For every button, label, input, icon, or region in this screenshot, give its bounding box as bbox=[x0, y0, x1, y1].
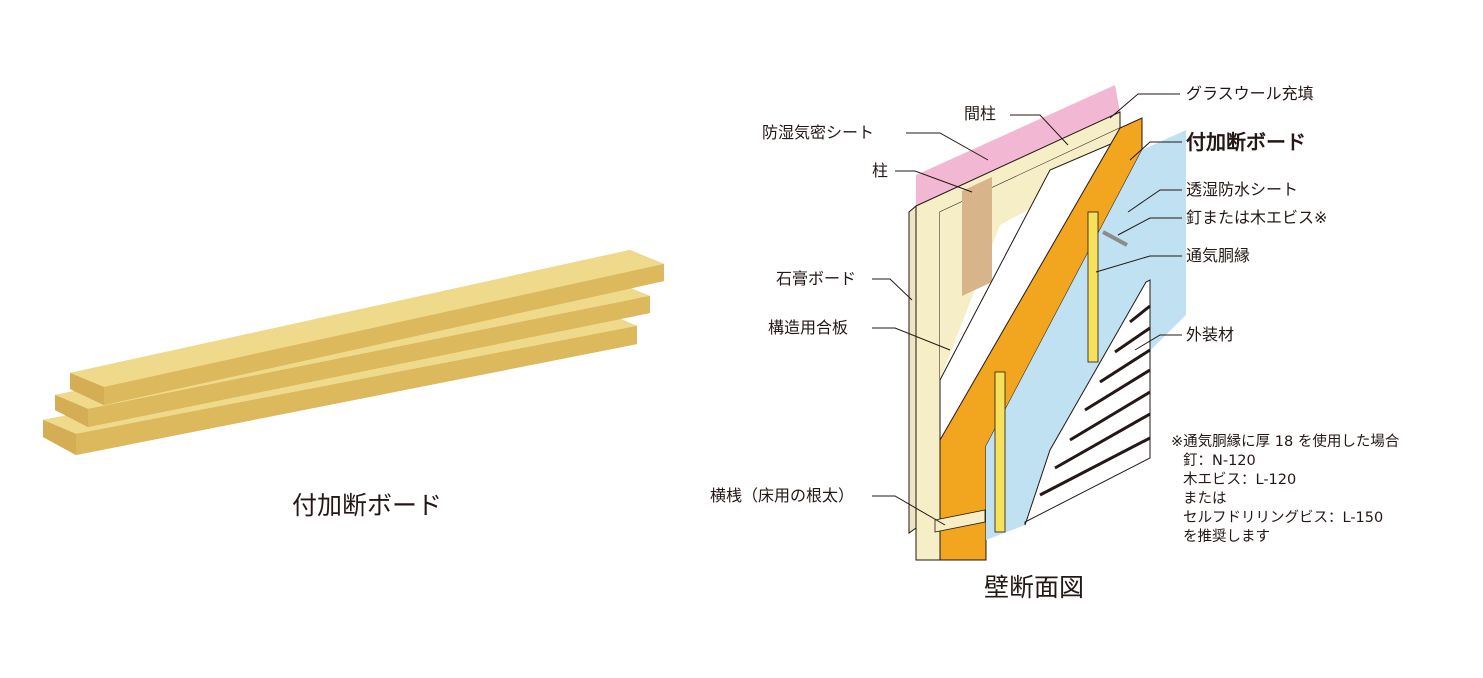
breathable-sheet bbox=[986, 130, 1186, 540]
vent-batten-2 bbox=[1087, 211, 1099, 363]
diagram-caption: 壁断面図 bbox=[984, 573, 1085, 602]
siding-lines bbox=[1039, 304, 1151, 497]
fastener-note: ※通気胴縁に厚 18 を使用した場合 釘：N-120 木エビス：L-120 また… bbox=[1171, 433, 1399, 547]
insulation-board-stack bbox=[43, 250, 664, 455]
floor-joist-strip bbox=[934, 509, 986, 533]
label-kozo: 構造用合板 bbox=[768, 318, 849, 337]
nail-mark bbox=[1102, 230, 1128, 247]
product-caption: 付加断ボード bbox=[292, 491, 443, 520]
note-line: または bbox=[1183, 491, 1227, 507]
label-gaiso: 外装材 bbox=[1186, 325, 1235, 344]
insulation-board-top bbox=[70, 250, 664, 405]
pillar-wood bbox=[962, 177, 992, 296]
gypsum-board-layer bbox=[908, 204, 917, 534]
label-yokosan: 横桟（床用の根太） bbox=[710, 486, 855, 505]
label-glasswool: グラスウール充填 bbox=[1186, 84, 1314, 103]
label-mabashira: 間柱 bbox=[964, 104, 997, 123]
label-toshitsu: 透湿防水シート bbox=[1186, 180, 1299, 199]
note-line: ※通気胴縁に厚 18 を使用した場合 bbox=[1171, 434, 1400, 450]
note-line: を推奨します bbox=[1183, 529, 1270, 545]
label-sekko: 石膏ボード bbox=[776, 269, 857, 288]
note-line: 釘：N-120 bbox=[1183, 453, 1256, 469]
label-kugi: 釘または木エビス※ bbox=[1186, 208, 1328, 227]
wall-section-diagram bbox=[908, 85, 1186, 561]
siding-layer bbox=[1024, 279, 1151, 526]
note-line: 木エビス：L-120 bbox=[1183, 472, 1297, 488]
leader-lines bbox=[872, 93, 1182, 526]
vapor-barrier-sheet bbox=[916, 85, 1120, 206]
note-line: セルフドリリングビス：L-150 bbox=[1183, 510, 1384, 526]
label-fuka: 付加断ボード bbox=[1186, 130, 1306, 154]
label-hashira: 柱 bbox=[872, 161, 889, 180]
vent-batten-1 bbox=[994, 371, 1006, 533]
label-tsuki: 通気胴縁 bbox=[1186, 246, 1251, 265]
label-boshitsu: 防湿気密シート bbox=[762, 123, 875, 142]
